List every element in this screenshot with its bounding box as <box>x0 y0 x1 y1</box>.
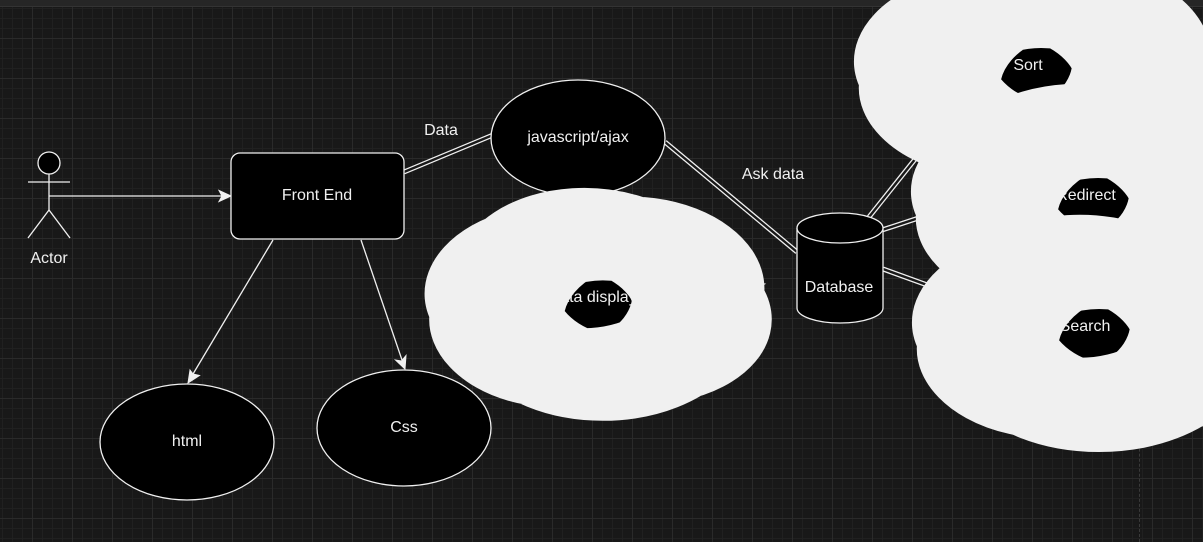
css-label: Css <box>390 419 418 436</box>
connector-frontend-javascript[interactable] <box>403 132 494 175</box>
data-display-label: data display <box>551 289 636 306</box>
edge-label-ask-data[interactable]: Ask data <box>742 166 804 183</box>
edge-label-data[interactable]: Data <box>424 122 458 139</box>
css-node[interactable]: Css <box>316 369 492 487</box>
search-cloud-node[interactable]: Search <box>1021 286 1167 380</box>
redirect-cloud-node[interactable]: Redirect <box>1020 155 1166 249</box>
connector-javascript-database[interactable] <box>663 140 799 254</box>
sort-cloud-node[interactable]: Sort <box>963 25 1109 119</box>
javascript-ajax-node[interactable]: javascript/ajax <box>490 79 666 197</box>
redirect-label: Redirect <box>1056 187 1116 204</box>
data-display-cloud-node[interactable]: data display <box>529 258 668 351</box>
html-node[interactable]: html <box>99 383 275 501</box>
html-label: html <box>172 433 202 450</box>
actor-head <box>37 151 61 175</box>
front-end-label: Front End <box>282 187 352 204</box>
front-end-node[interactable]: Front End <box>230 152 405 240</box>
javascript-ajax-label: javascript/ajax <box>526 129 628 146</box>
editor-toolbar-edge <box>0 0 1203 7</box>
database-label: Database <box>805 279 874 296</box>
arrow-frontend-html[interactable] <box>187 239 274 385</box>
sort-label: Sort <box>1013 57 1043 74</box>
actor-figure[interactable] <box>27 151 71 239</box>
arrow-frontend-css[interactable] <box>360 239 407 371</box>
actor-label: Actor <box>30 250 68 267</box>
arrow-actor-frontend[interactable] <box>49 189 233 203</box>
search-label: Search <box>1060 318 1111 335</box>
database-node[interactable]: Database <box>796 212 884 324</box>
